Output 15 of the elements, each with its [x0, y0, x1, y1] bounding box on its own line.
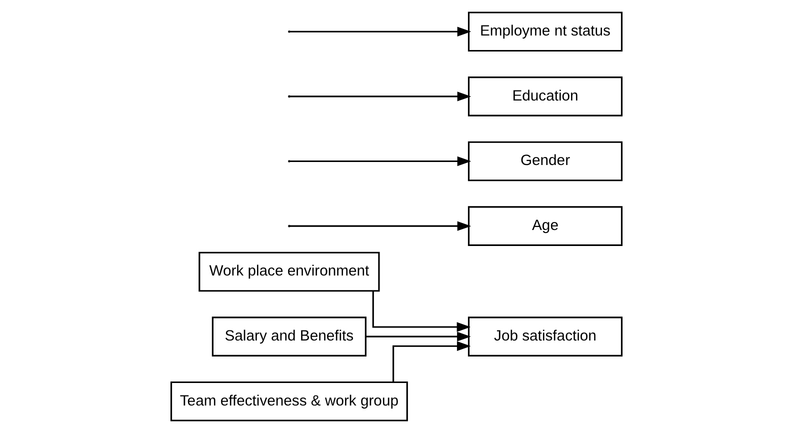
arrow — [366, 332, 471, 342]
node-box: Gender — [468, 141, 623, 182]
arrow — [290, 92, 472, 102]
arrow — [372, 291, 471, 332]
node-box: Salary and Benefits — [212, 316, 366, 356]
arrow — [290, 156, 472, 166]
node-box: Employme nt status — [468, 12, 623, 52]
arrow — [290, 26, 472, 36]
arrow — [392, 341, 471, 382]
node-box: Education — [468, 76, 623, 116]
node-box: Age — [468, 206, 623, 246]
node-box: Team effectiveness & work group — [170, 381, 408, 422]
node-box: Work place environment — [198, 252, 380, 292]
arrow — [290, 221, 472, 231]
node-box: Job satisfaction — [468, 316, 623, 356]
